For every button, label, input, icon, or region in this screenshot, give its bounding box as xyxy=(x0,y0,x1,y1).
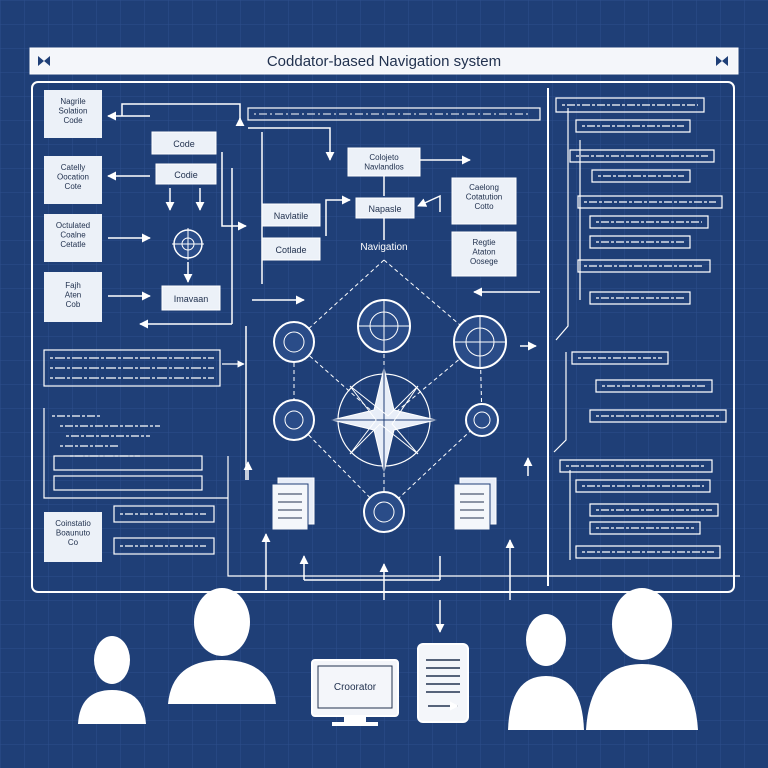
gear-node-right-icon xyxy=(453,315,507,369)
center-node-label: Napasle xyxy=(368,204,401,214)
person-icon-1 xyxy=(78,636,146,724)
mid-label-1: Navlatile xyxy=(274,211,309,221)
navigation-label: Navigation xyxy=(360,242,407,253)
person-icon-3 xyxy=(508,614,584,730)
gear-node-lowright-icon xyxy=(465,403,499,437)
person-icon-4 xyxy=(586,588,698,730)
gear-node-bottom-icon xyxy=(363,491,405,533)
navigation-network xyxy=(271,259,507,533)
code-box-1: Code xyxy=(173,139,195,149)
document-stack-left-icon xyxy=(271,477,315,531)
main-frame xyxy=(31,81,735,593)
compass-star-icon xyxy=(331,367,437,473)
right-code-list xyxy=(553,97,727,560)
mid-label-2: Cotlade xyxy=(275,245,306,255)
code-box-2: Codie xyxy=(174,170,198,180)
left-code-listings xyxy=(43,349,740,577)
monitor-label: Croorator xyxy=(334,682,377,693)
person-icon-2 xyxy=(168,588,276,704)
page-title: Coddator-based Navigation system xyxy=(267,53,501,70)
tablet-icon xyxy=(417,643,469,723)
center-connectors xyxy=(245,155,540,480)
code-boxes: Code Codie Imavaan xyxy=(151,131,221,311)
gear-node-top-icon xyxy=(357,299,411,353)
bottom-connectors xyxy=(243,457,533,633)
gear-node-left-icon xyxy=(273,321,315,363)
title-right-bowtie-icon xyxy=(716,56,728,66)
gear-node-lowleft-icon xyxy=(273,399,315,441)
monitor-icon: Croorator xyxy=(311,659,399,726)
gear-node-icon xyxy=(172,228,204,260)
title-bar: Coddator-based Navigation system xyxy=(29,47,739,75)
left-connectors xyxy=(107,103,247,329)
title-left-bowtie-icon xyxy=(38,56,50,66)
document-stack-right-icon xyxy=(453,477,497,531)
code-box-3: Imavaan xyxy=(174,294,209,304)
